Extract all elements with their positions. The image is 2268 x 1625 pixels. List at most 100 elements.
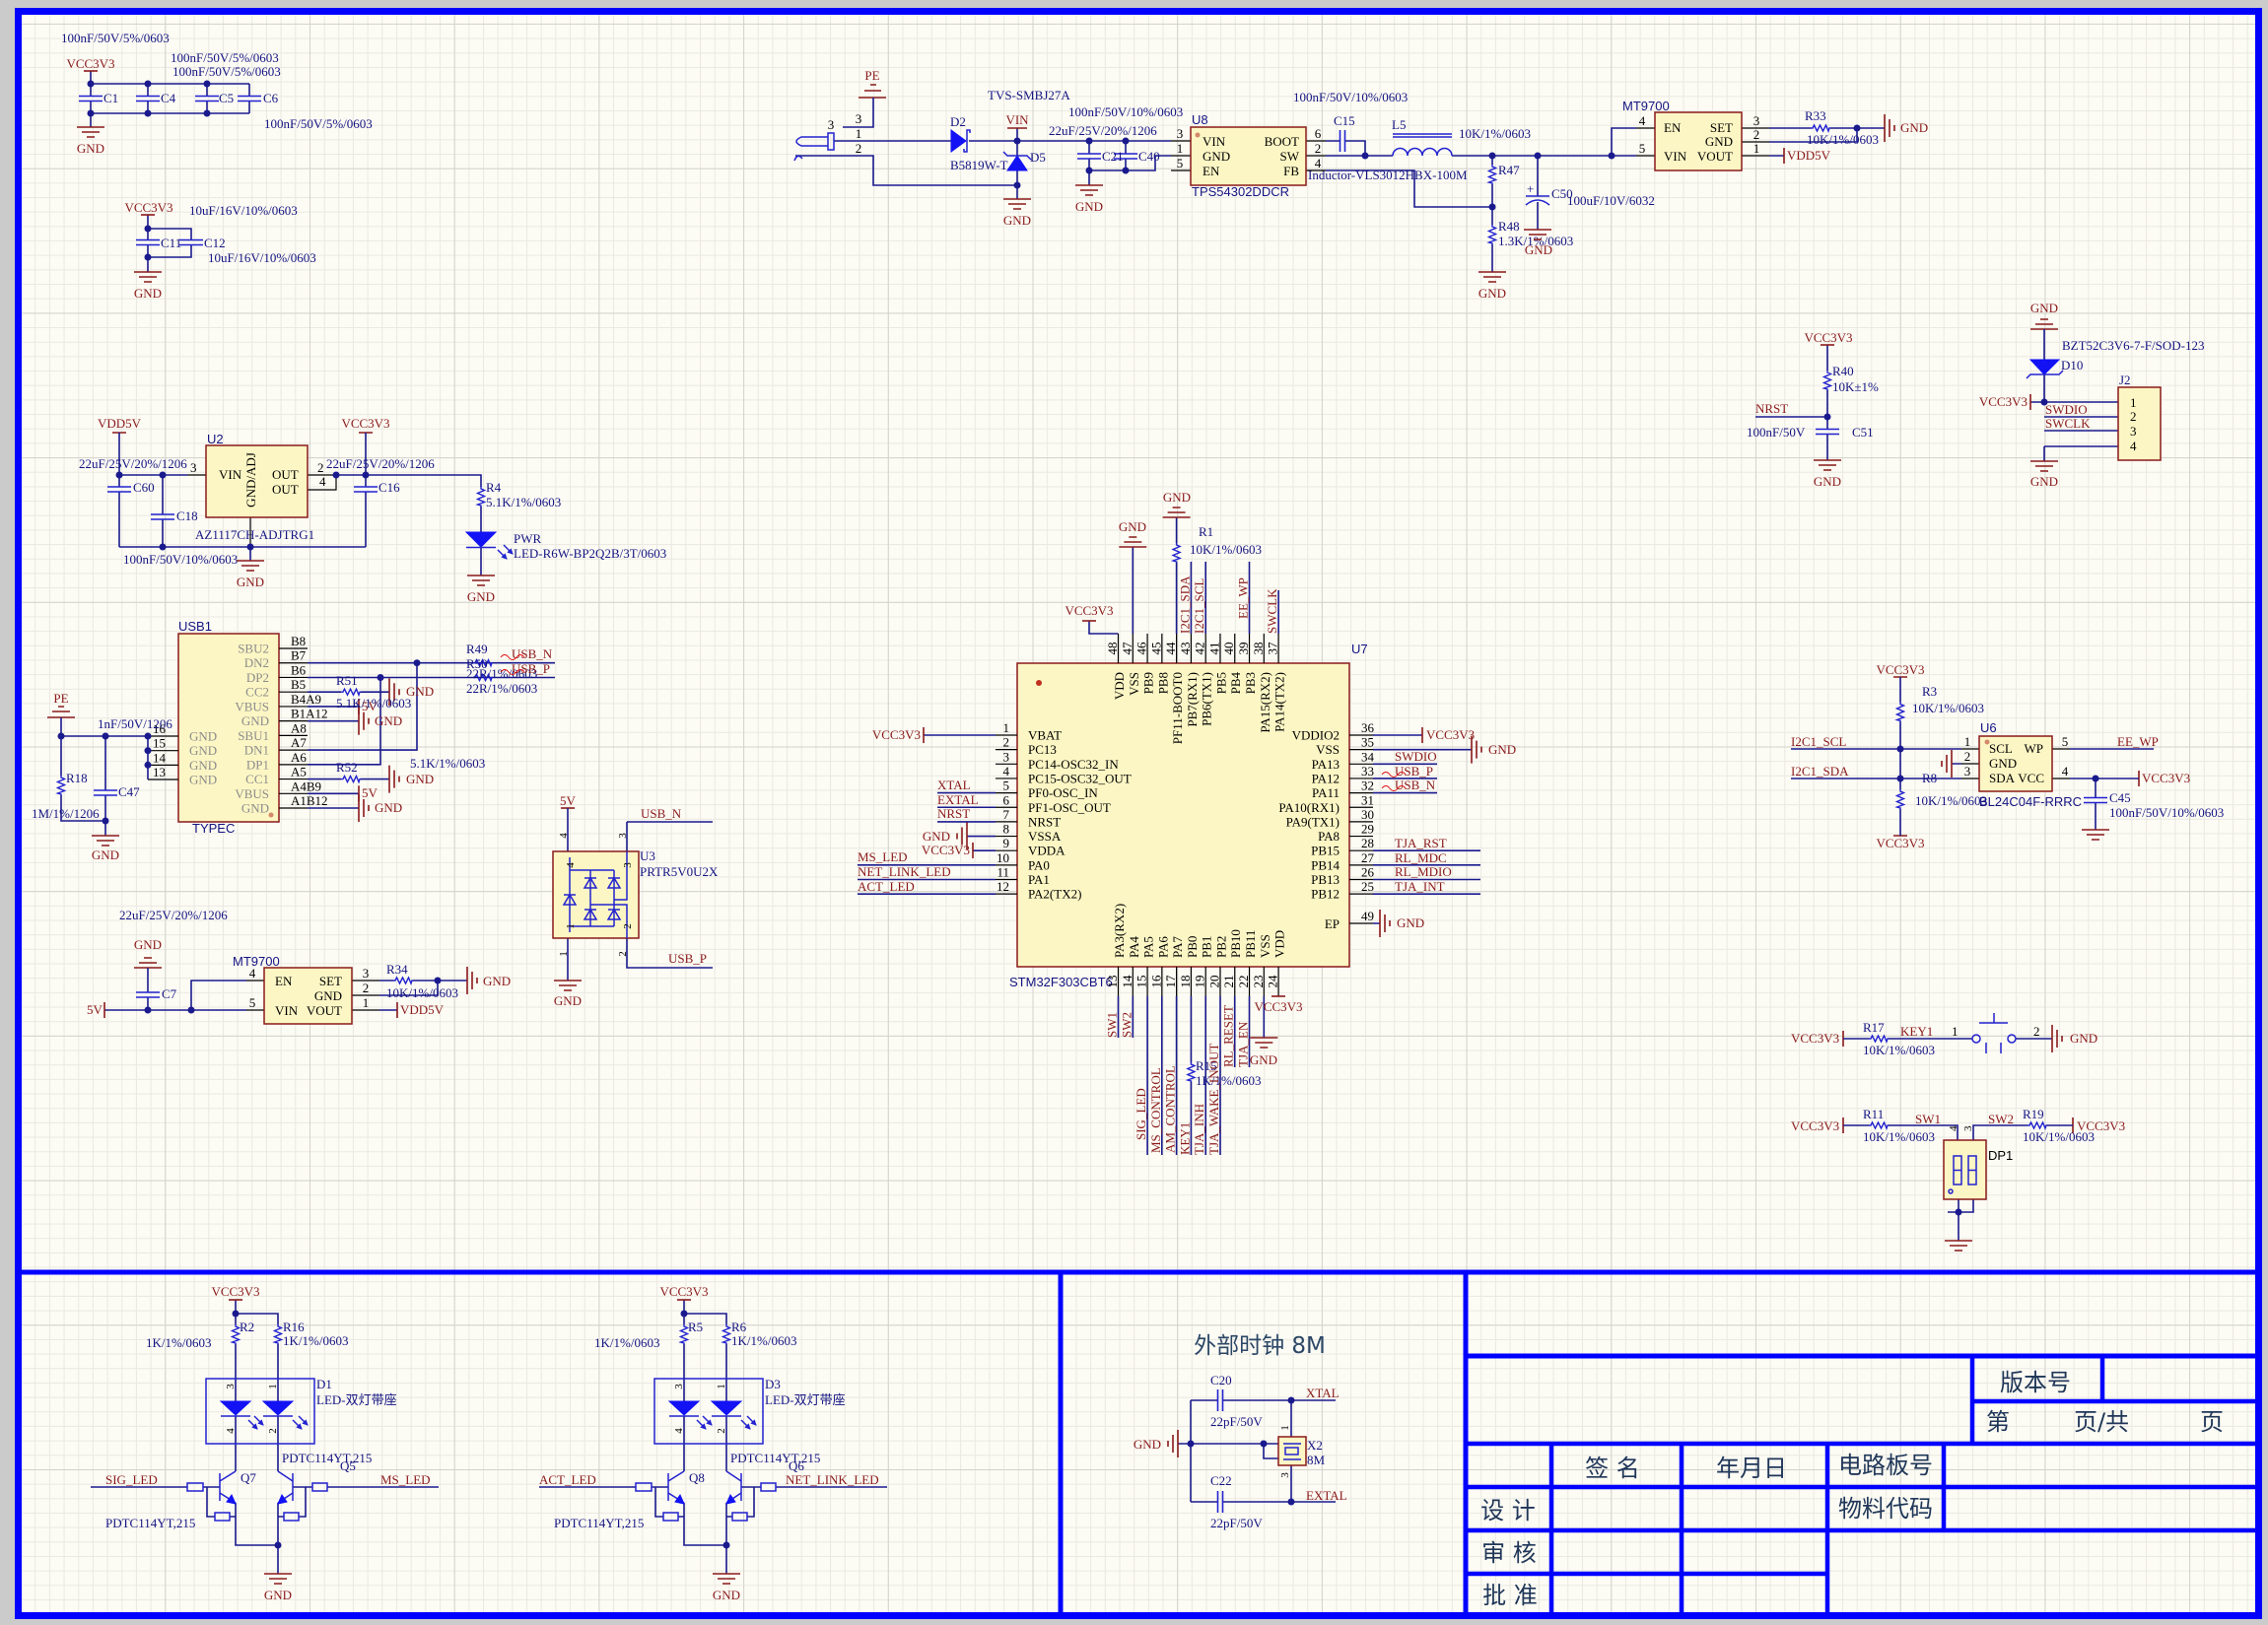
pin-23-name: VSS: [1258, 934, 1272, 958]
ref-dp1: DP1: [1988, 1148, 2013, 1163]
junction: [722, 1541, 730, 1549]
usb1-body[interactable]: [177, 633, 280, 823]
net-label-sig-led: SIG_LED: [105, 1472, 158, 1487]
pin-12-number: 12: [997, 879, 1009, 894]
net-label-ms-control: MS_CONTROL: [1148, 1067, 1163, 1153]
pin-24-number: 24: [1266, 975, 1280, 988]
pin-a7-name: DN1: [244, 743, 269, 758]
error-squiggle: [500, 654, 525, 675]
pin-name: GND/ADJ: [243, 452, 258, 508]
load-switch-5v-section: MT9700 4 5 EN VIN SET GND VOUT 3 2 1 GND…: [1622, 99, 1928, 171]
led-light-arrows: [298, 1415, 309, 1426]
value-r33: 10K/1%/0603: [1807, 132, 1879, 147]
wire: [567, 808, 713, 981]
transistor-q8[interactable]: [635, 1470, 685, 1522]
u2-body[interactable]: [205, 444, 309, 518]
push-button-key1[interactable]: [1971, 1013, 2017, 1053]
wire: [1117, 996, 1266, 1155]
power-label-vcc3v3: VCC3V3: [341, 416, 389, 431]
u8-body[interactable]: [1190, 126, 1307, 186]
dual-led-d3[interactable]: [653, 1378, 764, 1445]
crystal-x2[interactable]: [1277, 1436, 1307, 1466]
pin-number: 3: [622, 862, 634, 868]
value-r18: 1M/1%/1206: [32, 806, 100, 821]
transistor-q5[interactable]: [277, 1470, 328, 1522]
polarity-c50: +: [1527, 181, 1534, 196]
ref-r6: R6: [731, 1320, 747, 1334]
value-r1: 10K/1%/0603: [1190, 542, 1262, 557]
value-r48: 1.3K/1%/0603: [1498, 234, 1573, 248]
tvs-d5[interactable]: [1002, 151, 1032, 171]
mt9700-body[interactable]: [1654, 111, 1743, 171]
junction: [144, 761, 152, 769]
value-c7: 22uF/25V/20%/1206: [119, 908, 228, 922]
ref-r47: R47: [1498, 163, 1520, 177]
dc-jack[interactable]: 3 1 2 3: [793, 111, 861, 162]
transistor-q7[interactable]: [186, 1470, 237, 1522]
bias-resistor: [731, 1512, 748, 1522]
u6-body[interactable]: [1978, 735, 2053, 792]
pin1-marker: [1036, 680, 1042, 686]
u7-body[interactable]: [1016, 662, 1350, 968]
ref-d10: D10: [2061, 358, 2083, 372]
j2-body[interactable]: [2117, 386, 2162, 461]
wire: [60, 717, 149, 836]
ref-r11: R11: [1863, 1107, 1884, 1121]
net-label-usb-p: USB_P: [1395, 764, 1433, 779]
value-x2: 8M: [1307, 1453, 1326, 1467]
ref-r17: R17: [1863, 1020, 1885, 1035]
junction: [187, 1006, 195, 1014]
zener-d10[interactable]: [2026, 359, 2064, 379]
dp1-body[interactable]: [1943, 1139, 1987, 1200]
junction: [87, 109, 95, 117]
ref-d5: D5: [1030, 150, 1046, 165]
junction: [274, 1541, 282, 1549]
pin-number: 4: [249, 966, 256, 981]
crystal-pin-number: 1: [1279, 1425, 1291, 1431]
ref-r1: R1: [1199, 524, 1213, 539]
pin-name: VOUT: [1697, 149, 1733, 164]
part-u3: PRTR5V0U2X: [640, 864, 719, 879]
dual-led-d1[interactable]: [205, 1378, 315, 1445]
decoupling-group-100nf: VCC3V3 C1 C4 C5 C6 100nF/50V/5%/0603 100…: [61, 31, 373, 156]
pin-41-name: PB5: [1213, 672, 1228, 694]
transistor-q6[interactable]: [725, 1470, 777, 1522]
pin-37-number: 37: [1266, 642, 1280, 655]
decoupling-group-10uf: VCC3V3 C11 C12 10uF/16V/10%/0603 10uF/16…: [124, 200, 315, 301]
dip-pin-number: 3: [1962, 1125, 1974, 1131]
u3-diode: [606, 908, 622, 920]
pin-6-number: 6: [1003, 792, 1010, 807]
diode-bar: [1002, 151, 1032, 161]
pin-40-number: 40: [1221, 643, 1236, 655]
pwr-led[interactable]: [464, 531, 514, 560]
pin-a1b12-number: A1B12: [291, 793, 328, 808]
pin-38-number: 38: [1251, 643, 1266, 655]
ref-r4: R4: [486, 480, 502, 495]
value-r17: 10K/1%/0603: [1863, 1043, 1935, 1057]
inductor-l5[interactable]: [1392, 133, 1453, 157]
diode-d2[interactable]: [950, 129, 971, 153]
power-label-5v: 5V: [362, 699, 378, 713]
junction: [1853, 124, 1861, 132]
ref-r8: R8: [1922, 771, 1937, 785]
bias-resistor: [214, 1512, 231, 1522]
mt9700-body[interactable]: [263, 967, 353, 1025]
ref-d1: D1: [316, 1377, 332, 1391]
pin-b1a12-number: B1A12: [291, 707, 328, 721]
pin-number: 1: [1177, 141, 1184, 156]
pin-number: 2: [1315, 141, 1322, 156]
part-q6: PDTC114YT,215: [730, 1451, 820, 1465]
pin-27-name: PB14: [1311, 857, 1340, 872]
value-c6: 100nF/50V/5%/0603: [264, 116, 373, 131]
pin-14-name: GND: [189, 758, 217, 773]
capacitor-c50[interactable]: [1525, 195, 1550, 206]
value-d5: TVS-SMBJ27A: [988, 88, 1070, 102]
value-r16: 1K/1%/0603: [283, 1333, 348, 1348]
net-label-tja-en: TJA_EN: [1236, 1021, 1251, 1067]
led-pin-number: 4: [225, 1428, 237, 1434]
pin-9-number: 9: [1003, 836, 1010, 850]
part-u2: AZ1117CH-ADJTRG1: [195, 527, 314, 542]
pin-name: FB: [1283, 164, 1299, 178]
